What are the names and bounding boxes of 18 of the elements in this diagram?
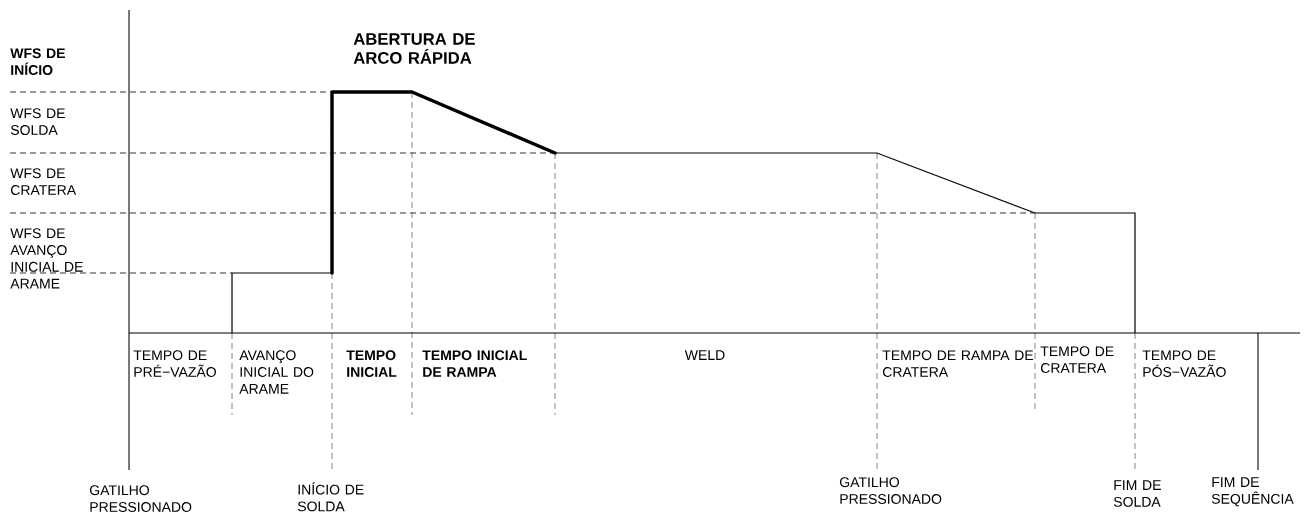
phase-heading: ABERTURA DE ARCO RÁPIDA <box>353 33 475 64</box>
level-label: WFS DE CRATERA <box>10 168 77 195</box>
level-label: WFS DE INÍCIO <box>10 48 65 75</box>
phase-label: AVANÇO INICIAL DO ARAME <box>239 350 314 394</box>
phase-label: WELD <box>684 350 725 360</box>
phase-label: TEMPO DE RAMPA DE CRATERA <box>882 350 1034 377</box>
event-label: GATILHO PRESSIONADO <box>840 477 942 504</box>
phase-label: TEMPO INICIAL DE RAMPA <box>422 350 527 377</box>
event-label: FIM DE SOLDA <box>1113 480 1161 507</box>
phase-label: TEMPO DE PRÉ−VAZÃO <box>133 350 216 377</box>
event-label: FIM DE SEQUÊNCIA <box>1211 477 1294 507</box>
phase-label: TEMPO DE PÓS−VAZÃO <box>1142 350 1226 377</box>
event-label: INÍCIO DE SOLDA <box>297 482 364 512</box>
level-label: WFS DE AVANÇO INICIAL DE ARAME <box>10 228 83 289</box>
event-label: GATILHO PRESSIONADO <box>90 485 192 512</box>
phase-label: TEMPO INICIAL <box>346 350 397 377</box>
level-label: WFS DE SOLDA <box>10 108 65 135</box>
phase-label: TEMPO DE CRATERA <box>1040 346 1114 373</box>
